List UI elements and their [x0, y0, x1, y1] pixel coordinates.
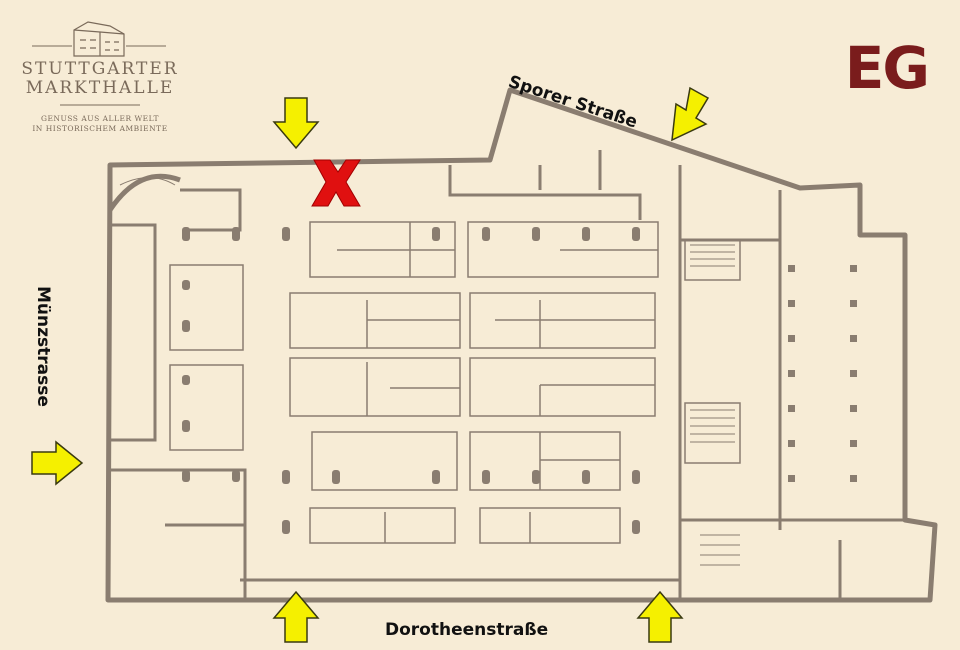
- floor-label: EG: [844, 34, 930, 102]
- logo-name-line2: MARKTHALLE: [25, 78, 175, 98]
- outer-walls: [105, 87, 938, 603]
- logo-tagline-line2: IN HISTORISCHEM AMBIENTE: [32, 124, 168, 133]
- inner-walls: [110, 150, 905, 600]
- street-label-west: Münzstrasse: [33, 286, 53, 407]
- entrance-arrow-south-right: [636, 590, 684, 643]
- entrance-arrow-south-left: [272, 590, 320, 643]
- entrance-arrow-west: [31, 440, 84, 486]
- logo-name-line1: STUTTGARTER: [21, 59, 179, 79]
- columns: [182, 227, 857, 534]
- logo-building-icon: [73, 21, 125, 57]
- stairs: [119, 177, 740, 566]
- logo-tagline-line1: GENUSS AUS ALLER WELT: [40, 114, 160, 123]
- market-stalls: [169, 221, 741, 544]
- street-label-south: Dorotheenstraße: [385, 620, 549, 640]
- location-marker-x-icon: [311, 159, 361, 207]
- entrance-arrow-north-left: [272, 97, 320, 150]
- entrance-arrow-north-right: [671, 86, 710, 142]
